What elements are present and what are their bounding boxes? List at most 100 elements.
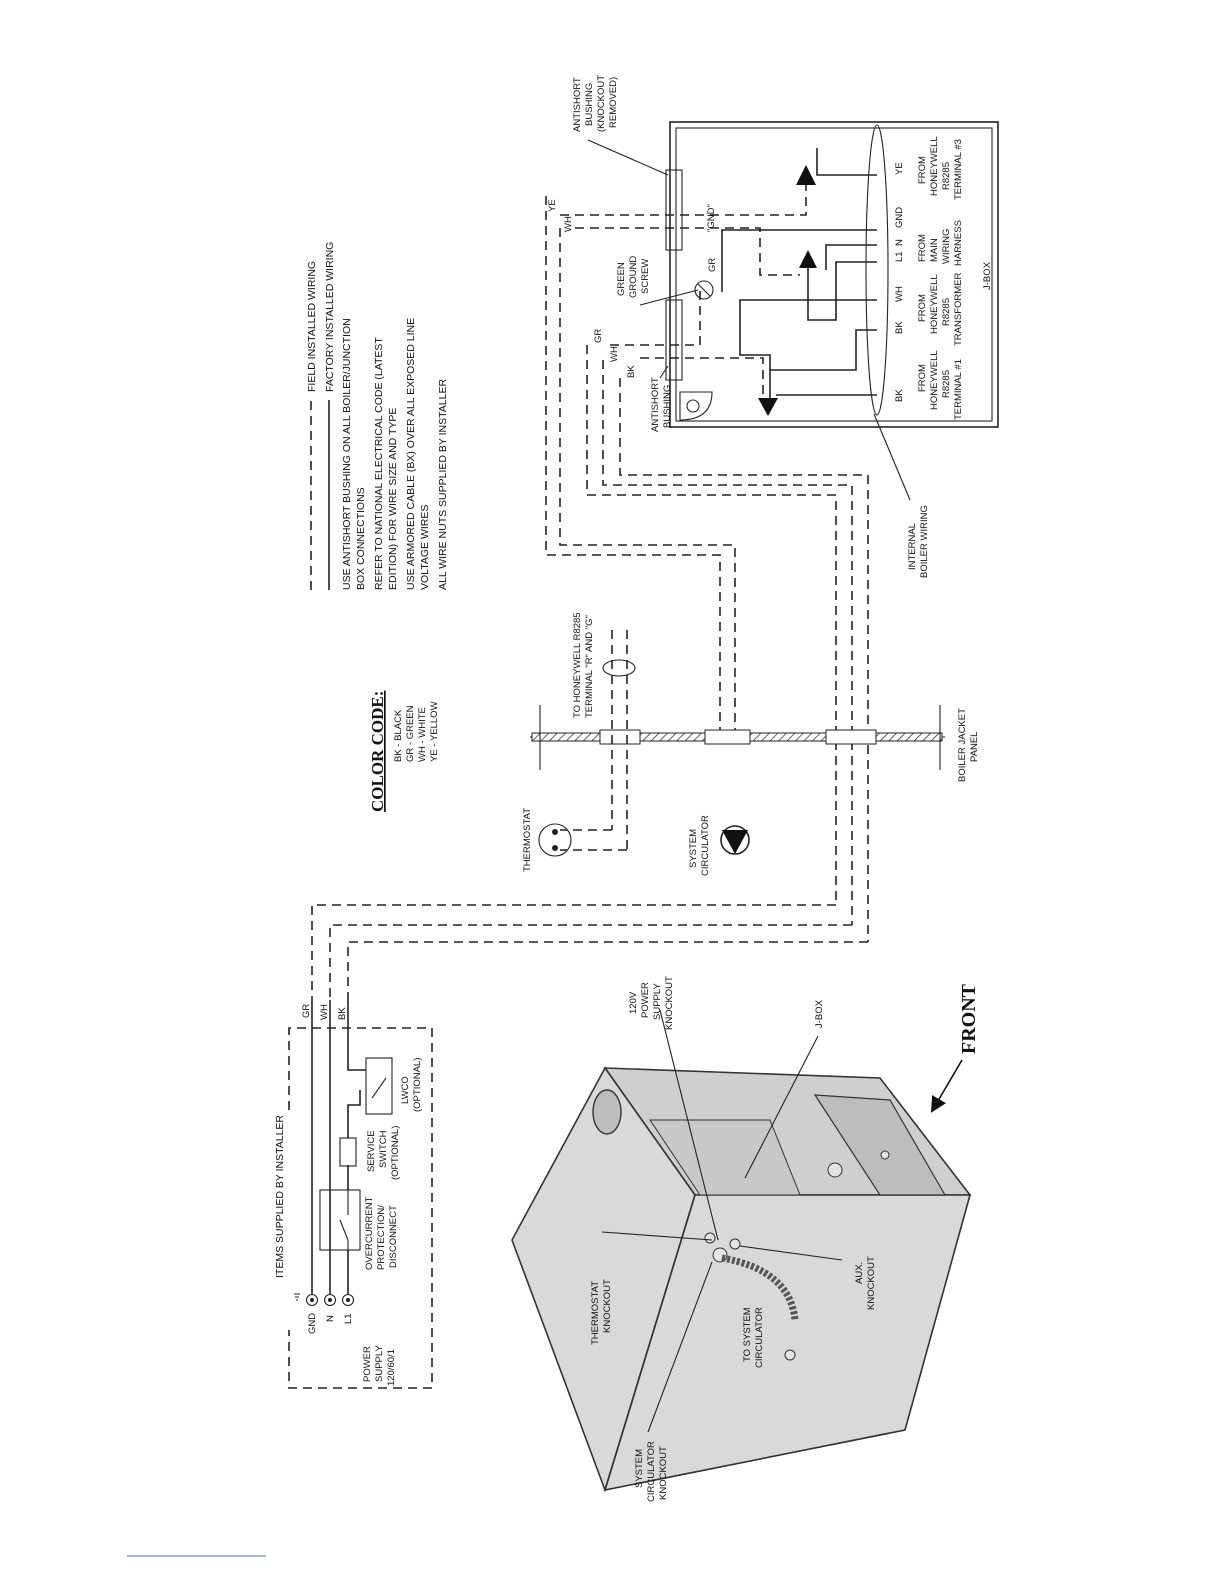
callout-antishort: BUSHING [662, 385, 673, 428]
boiler-inner-wall [649, 1119, 801, 1196]
callout-ground: GREEN [616, 262, 627, 296]
note-line: ALL WIRE NUTS SUPPLIED BY INSTALLER [437, 379, 449, 590]
panel-grommet [704, 729, 751, 745]
terminal-n-icon [323, 1293, 337, 1307]
sys-ko-label: CIRCULATOR [646, 1441, 657, 1502]
terminal-label: GND [307, 1313, 318, 1334]
overcurrent-label: PROTECTION/ [376, 1205, 387, 1270]
aux-label: AUX. [854, 1262, 865, 1284]
knockout-icon [827, 1162, 843, 1178]
overcurrent-box [319, 1189, 361, 1251]
note-line: REFER TO NATIONAL ELECTRICAL CODE (LATES… [373, 337, 385, 590]
jbox-inner [675, 127, 993, 422]
aux-label: KNOCKOUT [866, 1256, 877, 1310]
from-label: TERMINAL #3 [953, 139, 964, 200]
terminal-gnd: GND [894, 207, 905, 228]
route-bk [619, 378, 869, 942]
supply-box: ITEMS SUPPLIED BY INSTALLER GND N L1 POW… [274, 1000, 433, 1389]
route-supply-gr [311, 904, 836, 1000]
callout-line [659, 1009, 719, 1241]
callout-antishort-ko: (KNOCKOUT [596, 75, 607, 132]
factory-wire-bk1 [770, 329, 877, 371]
route-wh2 [602, 360, 853, 925]
from-label: FROM [917, 156, 928, 184]
lwco-box [365, 1057, 393, 1115]
service-label: SERVICE [366, 1130, 377, 1172]
from-label: HONEYWELL [929, 136, 940, 196]
color-code-item: BK - BLACK [393, 709, 404, 762]
jacket-label: PANEL [969, 732, 980, 762]
route-supply-bk [347, 941, 868, 1000]
color-code: COLOR CODE: BK - BLACK GR - GREEN WH - W… [368, 691, 440, 812]
wire-label-bk: BK [626, 365, 637, 378]
from-label: HONEYWELL [929, 350, 940, 410]
terminal-wh: WH [894, 286, 905, 302]
route-supply-wh [329, 924, 852, 1000]
circulator-label: CIRCULATOR [700, 815, 711, 876]
from-label: R8285 [941, 162, 952, 190]
factory-wire-l1 [807, 261, 877, 321]
callout-line [601, 1231, 713, 1241]
wire-label: BK [337, 1007, 348, 1020]
internal-wiring-oval [865, 124, 889, 416]
factory-wire-ye [816, 148, 877, 176]
thermostat-terminal [552, 845, 558, 851]
wire-label: GR [301, 1004, 312, 1018]
factory-wire-n [825, 244, 877, 270]
jbox-title: J-BOX [982, 261, 993, 290]
front-arrow-icon [930, 1059, 963, 1113]
callout-antishort-ko: BUSHING [584, 83, 595, 126]
service-label: SWITCH [378, 1130, 389, 1168]
color-code-item: GR - GREEN [405, 705, 416, 762]
ground-screw-slot [697, 283, 711, 297]
note-line: BOX CONNECTIONS [355, 487, 367, 590]
knockout-icon [784, 1349, 796, 1361]
jacket-panel: TO HONEYWELL R8285 TERMINAL "R" AND "G" … [522, 612, 980, 876]
thermostat-icon [538, 823, 572, 857]
overcurrent-switch-icon [329, 1190, 349, 1250]
callout-antishort: ANTISHORT [650, 377, 661, 432]
from-label: R8285 [941, 370, 952, 398]
jbox-diagram: YE WH GR GR WH BK "GND" YE GND N L1 WH B… [547, 75, 999, 578]
wire-label-wh2: WH [609, 346, 620, 362]
lwco-switch-icon [371, 1077, 387, 1099]
terminal-bk: BK [894, 321, 905, 334]
honeywell-label: TERMINAL "R" AND "G" [584, 615, 595, 718]
from-label: FROM [917, 234, 928, 262]
callout-line [873, 413, 911, 501]
service-label: (OPTIONAL) [390, 1126, 401, 1180]
wire-label-gr2: GR [593, 329, 604, 343]
terminal-l1: L1 [894, 251, 905, 262]
wire-label: WH [319, 1004, 330, 1020]
note-line: EDITION) FOR WIRE SIZE AND TYPE [387, 408, 399, 590]
panel-grommet [599, 729, 641, 745]
from-label: FROM [917, 294, 928, 322]
sys-ko-label: KNOCKOUT [658, 1446, 669, 1500]
boiler-opening [813, 1094, 947, 1196]
power-label: 120/60/1 [386, 1349, 397, 1386]
panel-grommet [825, 729, 877, 745]
terminal-gnd-icon [305, 1293, 319, 1307]
circulator-triangle [722, 830, 748, 854]
supply-title: ITEMS SUPPLIED BY INSTALLER [274, 1115, 286, 1278]
jbox-outer [669, 121, 999, 428]
wire-bundle-oval [602, 659, 636, 677]
wire-label-gr: GR [707, 258, 718, 272]
wire-label-wh: WH [563, 216, 574, 232]
field-wire-wh2 [640, 357, 764, 400]
route-gr [586, 345, 837, 905]
route-wh [559, 228, 736, 740]
legend-field-label: FIELD INSTALLED WIRING [306, 261, 318, 392]
callout-internal: BOILER WIRING [919, 505, 930, 578]
from-label: R8285 [941, 298, 952, 326]
from-label: FROM [917, 364, 928, 392]
from-label: WIRING [941, 229, 952, 264]
thermostat-terminal [552, 829, 558, 835]
power-ko-label: 120V [628, 991, 639, 1014]
note-line: USE ANTISHORT BUSHING ON ALL BOILER/JUNC… [341, 318, 353, 590]
ground-screw-icon [694, 280, 714, 300]
jbox-mount-hole [686, 399, 700, 413]
jbox-callout-label: J-BOX [814, 999, 825, 1028]
arrow-icon [758, 398, 778, 416]
